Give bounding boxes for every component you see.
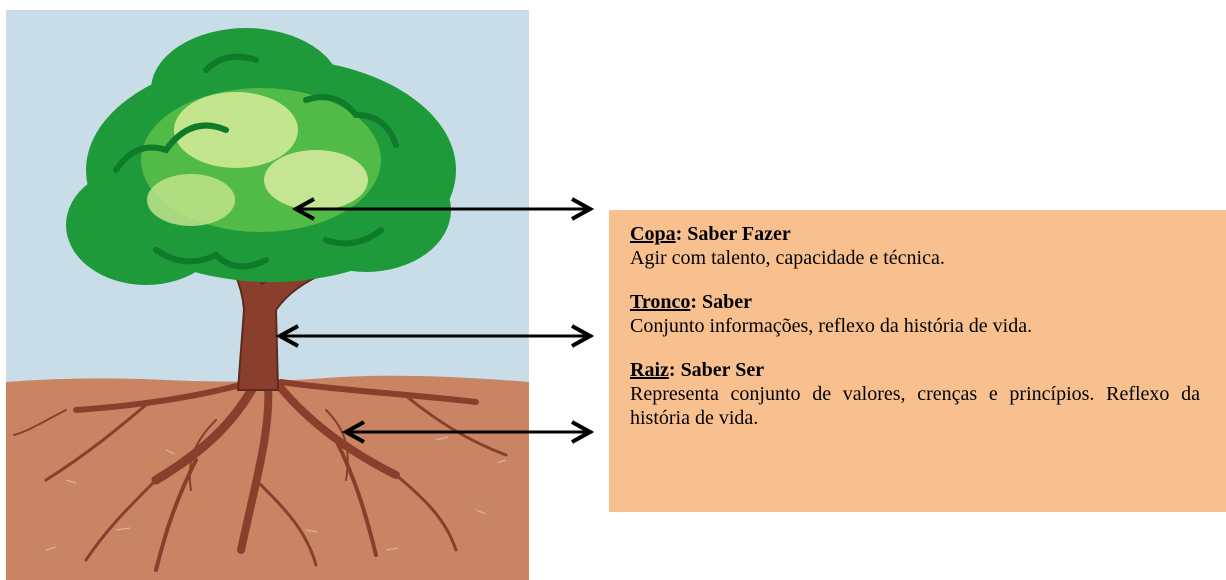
entry-title: Raiz: Saber Ser (630, 358, 1200, 382)
entry-separator: : (668, 359, 676, 381)
legend-entry-copa: Copa: Saber Fazer Agir com talento, capa… (630, 222, 1200, 270)
entry-key: Copa (630, 223, 676, 245)
entry-key: Tronco (630, 291, 691, 313)
entry-title: Tronco: Saber (630, 290, 1200, 314)
tree-illustration (6, 10, 529, 580)
entry-description: Agir com talento, capacidade e técnica. (630, 247, 945, 269)
entry-title: Copa: Saber Fazer (630, 222, 1200, 246)
entry-description: Representa conjunto de valores, crenças … (630, 383, 1200, 429)
entry-heading: Saber Fazer (682, 223, 791, 245)
entry-description: Conjunto informações, reflexo da históri… (630, 315, 1033, 337)
entry-separator: : (690, 291, 698, 313)
legend-box: Copa: Saber Fazer Agir com talento, capa… (609, 210, 1226, 512)
legend-entry-raiz: Raiz: Saber Ser Representa conjunto de v… (630, 358, 1200, 430)
entry-separator: : (675, 223, 683, 245)
entry-heading: Saber (697, 291, 753, 313)
entry-key: Raiz (630, 359, 669, 381)
entry-heading: Saber Ser (675, 359, 765, 381)
canopy (66, 28, 456, 285)
legend-entry-tronco: Tronco: Saber Conjunto informações, refl… (630, 290, 1200, 338)
roots (13, 377, 508, 572)
